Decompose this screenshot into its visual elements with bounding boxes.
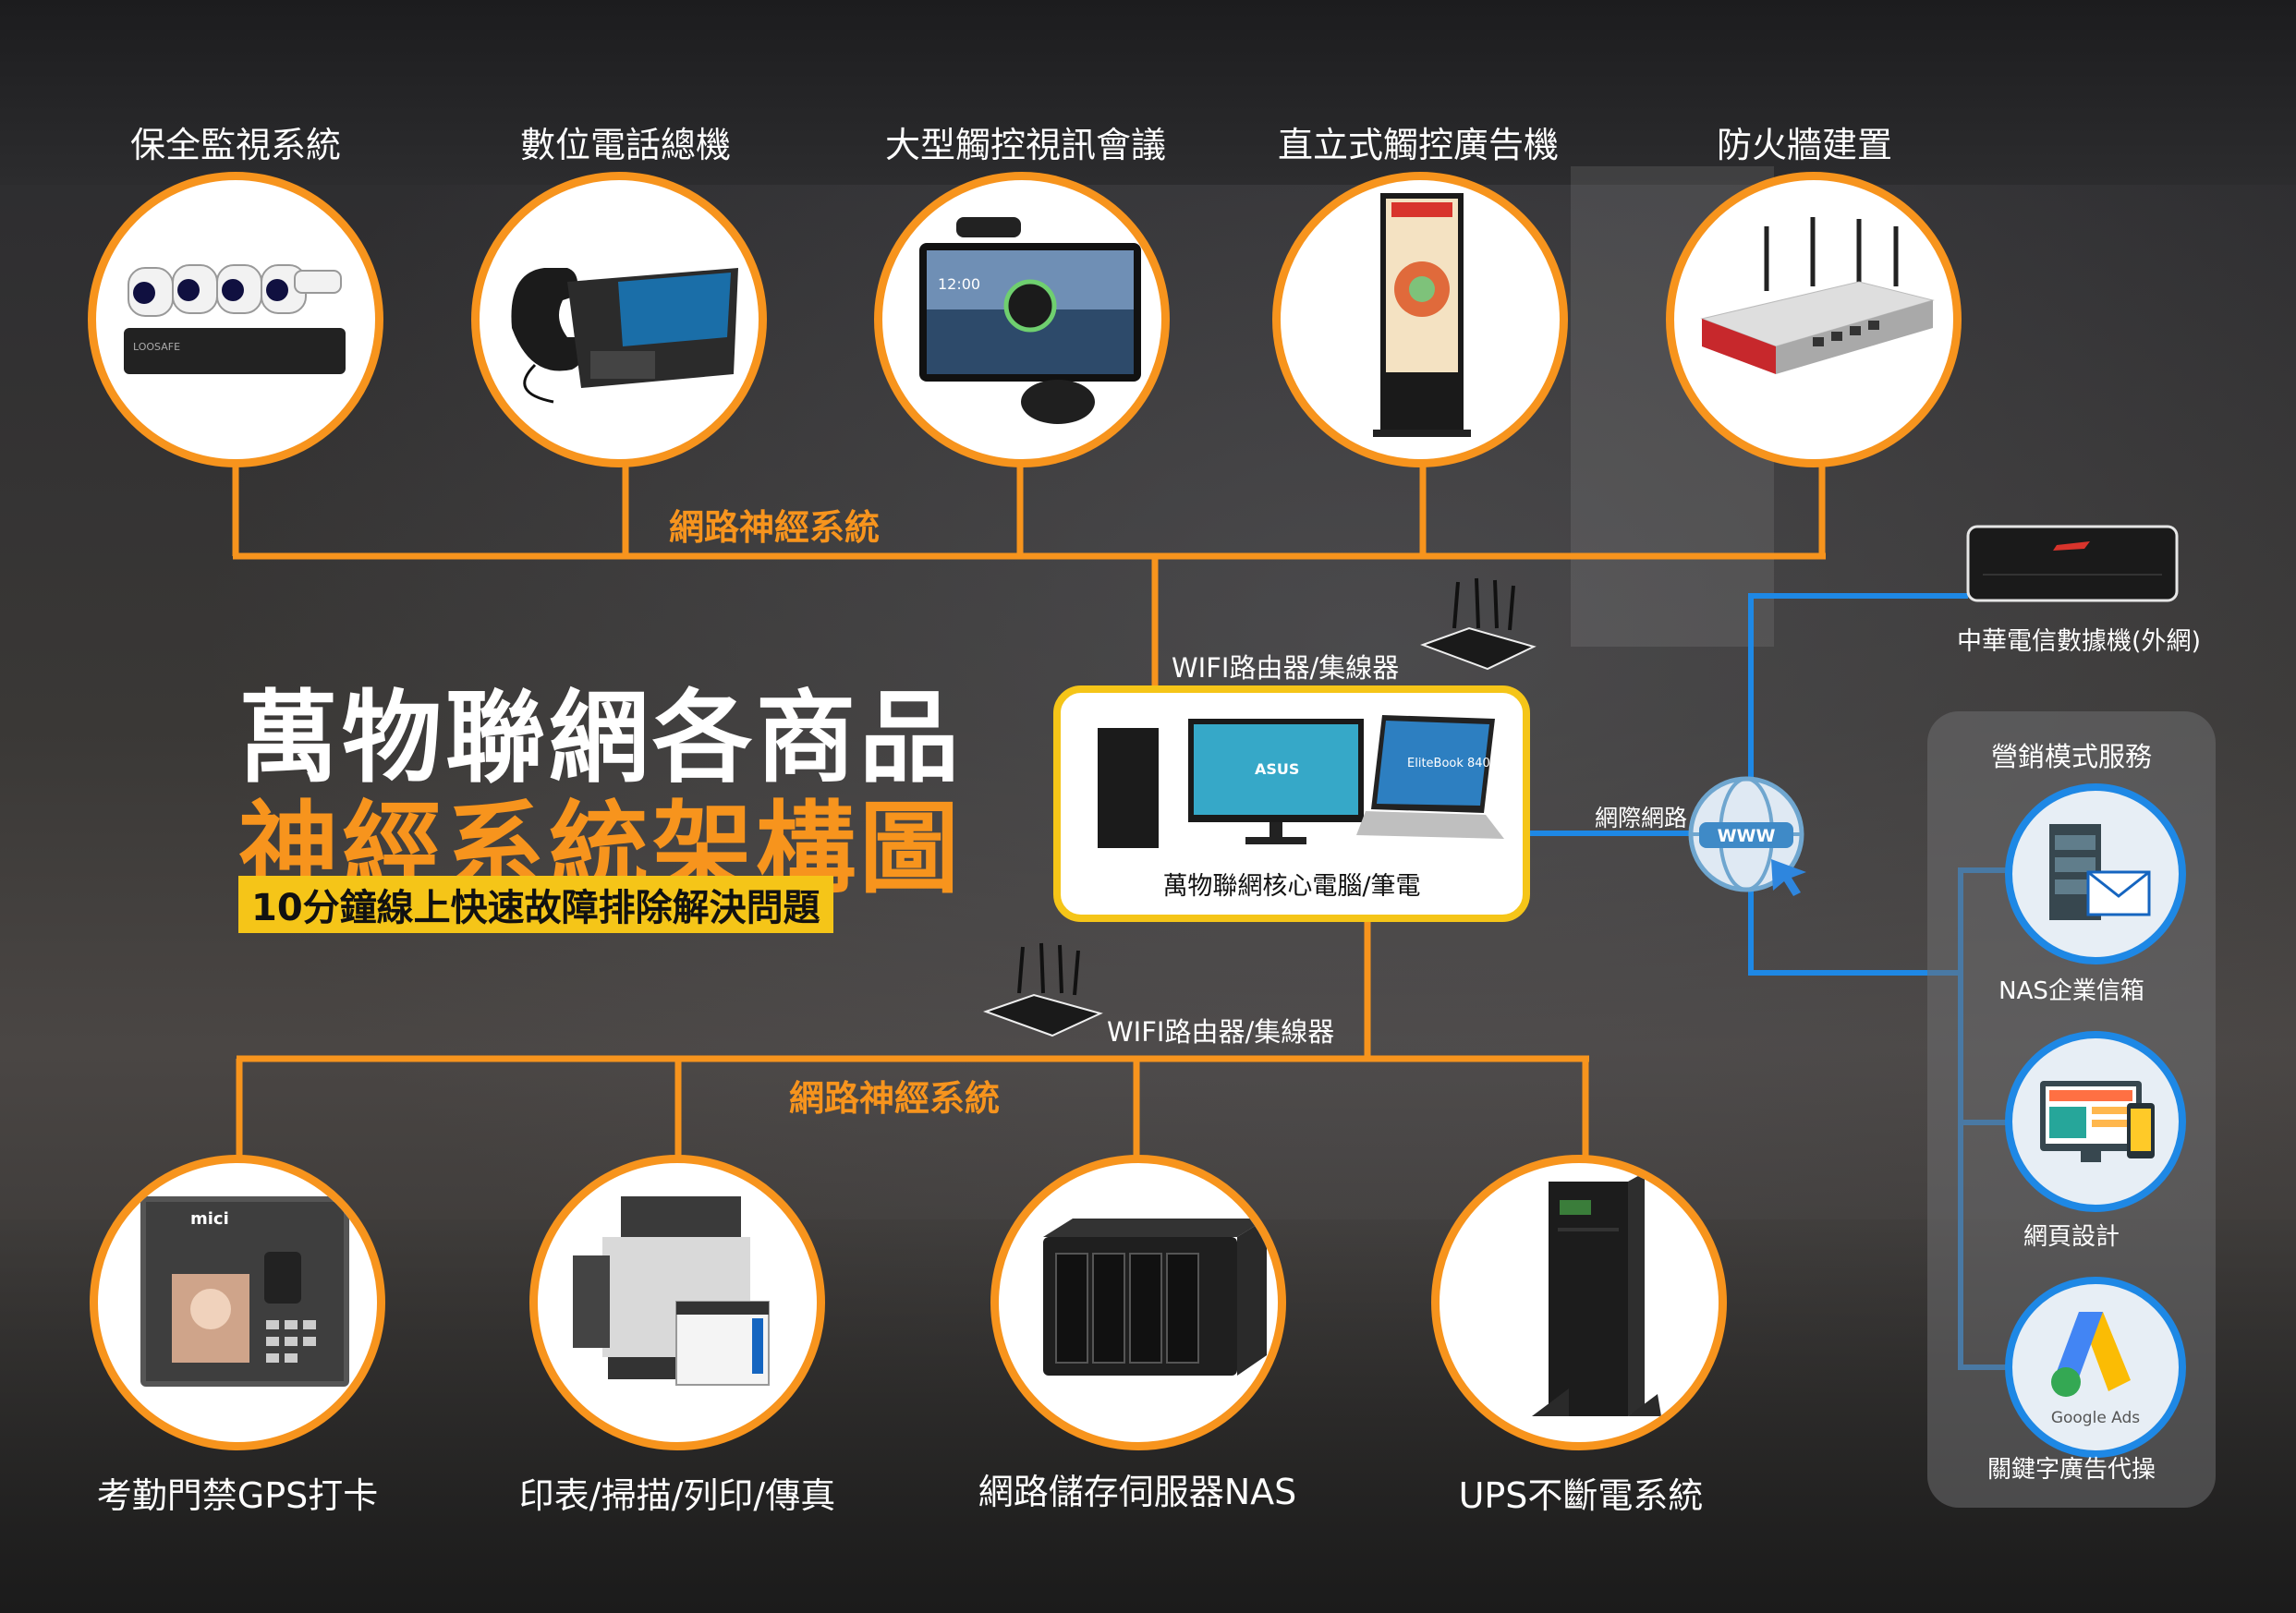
diagram-title-line1: 萬物聯網各商品 xyxy=(238,681,964,796)
video-conference-icon: 12:00 xyxy=(919,217,1141,424)
google-ads-text: Google Ads xyxy=(2051,1409,2140,1427)
core-computer-box: ASUS EliteBook 840 萬物聯網核心電腦/筆電 xyxy=(1053,685,1530,922)
core-computer-icon: ASUS EliteBook 840 xyxy=(1098,715,1504,848)
wifi-router-top-icon xyxy=(1420,577,1537,671)
top-device-label-phone: 數位電話總機 xyxy=(519,125,732,165)
bottom-device-label-ups: UPS不斷電系統 xyxy=(1458,1475,1704,1516)
security-camera-circle: LOOSAFE xyxy=(88,172,383,467)
firewall-router-icon xyxy=(1700,217,1935,374)
security-camera-icon: LOOSAFE xyxy=(124,264,346,374)
ups-icon xyxy=(1532,1172,1661,1416)
router-label-bottom: WIFI路由器/集線器 xyxy=(1107,1016,1335,1048)
svg-text:12:00: 12:00 xyxy=(938,275,980,293)
top-device-label-firewall: 防火牆建置 xyxy=(1716,125,1893,165)
ip-phone-icon xyxy=(511,268,738,404)
firewall-router-circle xyxy=(1666,172,1962,467)
video-conference-circle: 12:00 xyxy=(874,172,1170,467)
web-design-circle xyxy=(2005,1031,2186,1212)
google-ads-circle: Google Ads xyxy=(2005,1277,2186,1458)
ups-circle xyxy=(1431,1155,1727,1450)
ip-phone-circle xyxy=(471,172,767,467)
network-label-bottom: 網路神經系統 xyxy=(789,1078,1001,1119)
top-device-label-kiosk: 直立式觸控廣告機 xyxy=(1277,125,1560,165)
svg-text:LOOSAFE: LOOSAFE xyxy=(133,341,180,353)
marketing-services-panel: 營銷模式服務 NAS企業信箱 xyxy=(1927,711,2216,1508)
attendance-terminal-circle: mici xyxy=(90,1155,385,1450)
service-label-web-design: 網頁設計 xyxy=(2023,1223,2120,1251)
background-ceiling xyxy=(0,0,2296,185)
nas-mail-circle xyxy=(2005,783,2186,964)
top-device-label-security: 保全監視系統 xyxy=(129,125,342,165)
attendance-terminal-icon: mici xyxy=(140,1196,349,1387)
services-panel-title: 營銷模式服務 xyxy=(1990,741,2152,772)
mail-server-icon xyxy=(2049,824,2151,920)
kiosk-display-circle xyxy=(1272,172,1568,467)
www-globe-icon: WWW xyxy=(1688,776,1806,896)
printer-circle xyxy=(529,1155,825,1450)
service-label-google-ads: 關鍵字廣告代操 xyxy=(1986,1456,2156,1484)
core-computer-label: 萬物聯網核心電腦/筆電 xyxy=(1162,872,1421,901)
top-device-label-videoconf: 大型觸控視訊會議 xyxy=(884,125,1167,165)
network-label-top: 網路神經系統 xyxy=(669,507,881,548)
router-label-top: WIFI路由器/集線器 xyxy=(1172,652,1400,684)
cht-modem-icon xyxy=(1966,525,2179,602)
www-text: WWW xyxy=(1718,826,1776,846)
wifi-router-bottom-icon xyxy=(983,942,1103,1037)
cht-modem-label: 中華電信數據機(外網) xyxy=(1957,627,2202,656)
svg-text:mici: mici xyxy=(190,1209,229,1229)
service-label-nas-mail: NAS企業信箱 xyxy=(1998,977,2144,1005)
bottom-device-label-nas: 網路儲存伺服器NAS xyxy=(978,1472,1297,1512)
nas-server-icon xyxy=(1043,1219,1267,1376)
diagram-subtitle: 10分鐘線上快速故障排除解決問題 xyxy=(238,876,833,933)
web-design-icon xyxy=(2040,1081,2155,1162)
laptop-brand: EliteBook 840 xyxy=(1407,757,1490,770)
monitor-brand: ASUS xyxy=(1255,760,1299,778)
bottom-device-label-attendance: 考勤門禁GPS打卡 xyxy=(96,1475,379,1516)
kiosk-display-icon xyxy=(1373,193,1471,437)
nas-server-circle xyxy=(990,1155,1286,1450)
internet-label: 網際網路 xyxy=(1595,805,1688,831)
bottom-device-label-printer: 印表/掃描/列印/傳真 xyxy=(518,1475,836,1516)
google-ads-icon: Google Ads xyxy=(2051,1312,2140,1427)
printer-icon xyxy=(573,1196,770,1386)
